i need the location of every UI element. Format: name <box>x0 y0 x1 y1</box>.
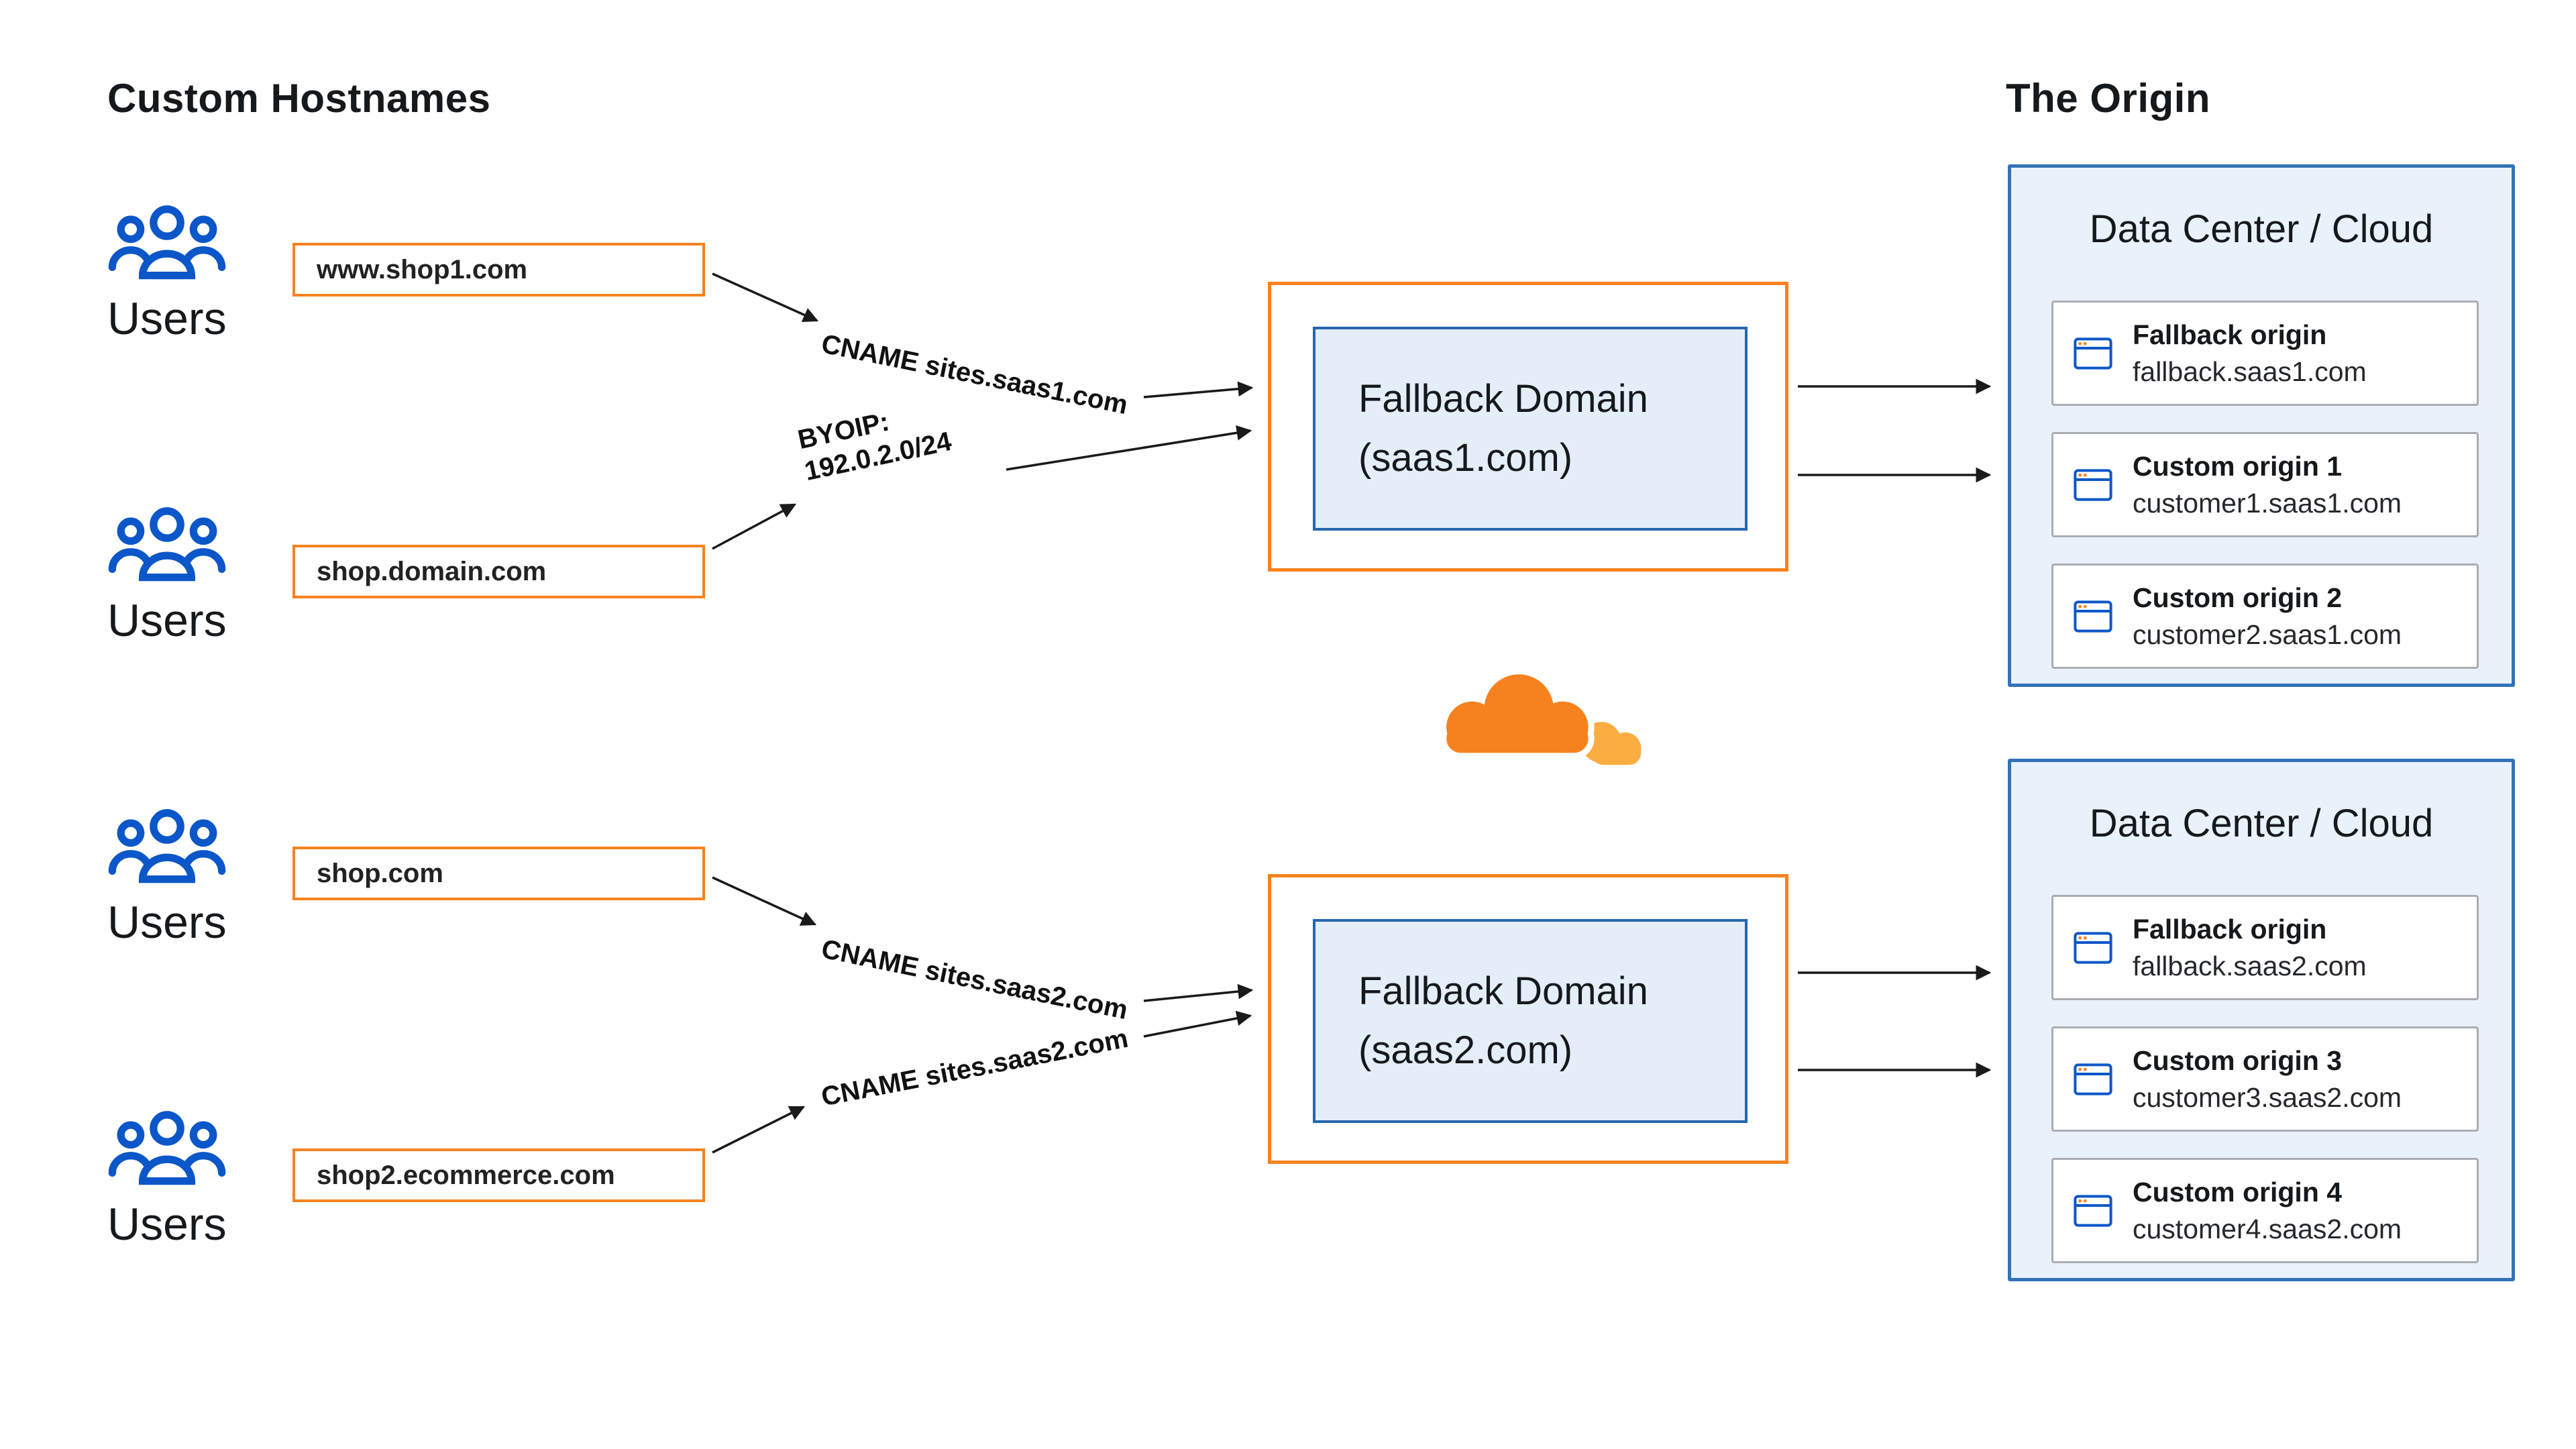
origin-card-custom3: Custom origin 3 customer3.saas2.com <box>2051 1026 2479 1132</box>
origin-card-custom2: Custom origin 2 customer2.saas1.com <box>2051 564 2479 669</box>
cloudflare-logo-icon <box>1440 668 1642 765</box>
origin-card-fallback-saas1: Fallback origin fallback.saas1.com <box>2051 301 2479 406</box>
data-center-panel-1: Data Center / Cloud Fallback origin fall… <box>2008 164 2515 687</box>
user-group-4: Users <box>107 1107 227 1250</box>
fallback-domain-saas1: Fallback Domain (saas1.com) <box>1268 282 1788 572</box>
origin-card-title: Fallback origin <box>2133 319 2327 350</box>
origin-card-custom4: Custom origin 4 customer4.saas2.com <box>2051 1158 2479 1263</box>
data-center-panel-2: Data Center / Cloud Fallback origin fall… <box>2008 759 2515 1281</box>
custom-hostnames-title: Custom Hostnames <box>107 76 491 121</box>
users-label: Users <box>107 897 227 948</box>
arrow-label-cname-saas2-lower: CNAME sites.saas2.com <box>818 1023 1131 1112</box>
arrow-label-byoip: BYOIP: 192.0.2.0/24 <box>795 394 955 488</box>
origin-card-title: Custom origin 4 <box>2133 1176 2343 1208</box>
browser-window-icon <box>2074 1194 2112 1227</box>
user-group-2: Users <box>107 503 227 647</box>
hostname-label: shop2.ecommerce.com <box>317 1160 615 1190</box>
browser-window-icon <box>2074 468 2112 501</box>
origin-card-title: Custom origin 2 <box>2133 582 2343 613</box>
users-icon <box>108 1111 226 1185</box>
origin-card-subtitle: fallback.saas2.com <box>2133 950 2367 981</box>
hostname-box-shop: shop.com <box>292 847 705 900</box>
users-label: Users <box>107 1199 227 1250</box>
user-group-3: Users <box>107 805 227 949</box>
origin-card-subtitle: customer1.saas1.com <box>2133 487 2402 519</box>
panel-title: Data Center / Cloud <box>2089 207 2434 251</box>
origin-card-title: Fallback origin <box>2133 913 2327 945</box>
fallback-line1: Fallback Domain <box>1358 377 1648 421</box>
arrow-label-cname-saas2-upper: CNAME sites.saas2.com <box>818 934 1130 1026</box>
origin-card-subtitle: customer3.saas2.com <box>2133 1081 2402 1113</box>
origin-card-title: Custom origin 1 <box>2133 450 2343 482</box>
fallback-domain-inner: Fallback Domain (saas2.com) <box>1313 919 1748 1123</box>
hostname-box-shop1: www.shop1.com <box>292 243 705 297</box>
origin-card-custom1: Custom origin 1 customer1.saas1.com <box>2051 432 2479 537</box>
browser-window-icon <box>2074 1063 2112 1095</box>
hostname-box-ecommerce: shop2.ecommerce.com <box>292 1148 705 1202</box>
fallback-line1: Fallback Domain <box>1358 969 1648 1013</box>
the-origin-title: The Origin <box>2006 76 2210 121</box>
browser-window-icon <box>2074 600 2112 633</box>
hostname-label: www.shop1.com <box>317 254 528 284</box>
origin-card-subtitle: customer4.saas2.com <box>2133 1213 2402 1244</box>
origin-card-title: Custom origin 3 <box>2133 1044 2343 1076</box>
origin-card-subtitle: customer2.saas1.com <box>2133 619 2402 650</box>
arrow-label-cname-saas1: CNAME sites.saas1.com <box>818 329 1130 421</box>
users-label: Users <box>107 293 227 344</box>
panel-title: Data Center / Cloud <box>2089 802 2434 845</box>
fallback-domain-inner: Fallback Domain (saas1.com) <box>1313 327 1748 531</box>
users-icon <box>108 809 226 883</box>
hostname-label: shop.com <box>317 858 443 888</box>
hostname-box-domain: shop.domain.com <box>292 545 705 598</box>
origin-card-fallback-saas2: Fallback origin fallback.saas2.com <box>2051 895 2479 1000</box>
users-icon <box>108 205 226 280</box>
browser-window-icon <box>2074 931 2112 964</box>
users-icon <box>108 507 226 582</box>
browser-window-icon <box>2074 337 2112 370</box>
fallback-domain-saas2: Fallback Domain (saas2.com) <box>1268 874 1788 1164</box>
fallback-line2: (saas2.com) <box>1358 1028 1573 1072</box>
hostname-label: shop.domain.com <box>317 556 547 586</box>
users-label: Users <box>107 595 227 646</box>
origin-card-subtitle: fallback.saas1.com <box>2133 356 2367 387</box>
fallback-line2: (saas1.com) <box>1358 436 1573 480</box>
user-group-1: Users <box>107 201 227 345</box>
